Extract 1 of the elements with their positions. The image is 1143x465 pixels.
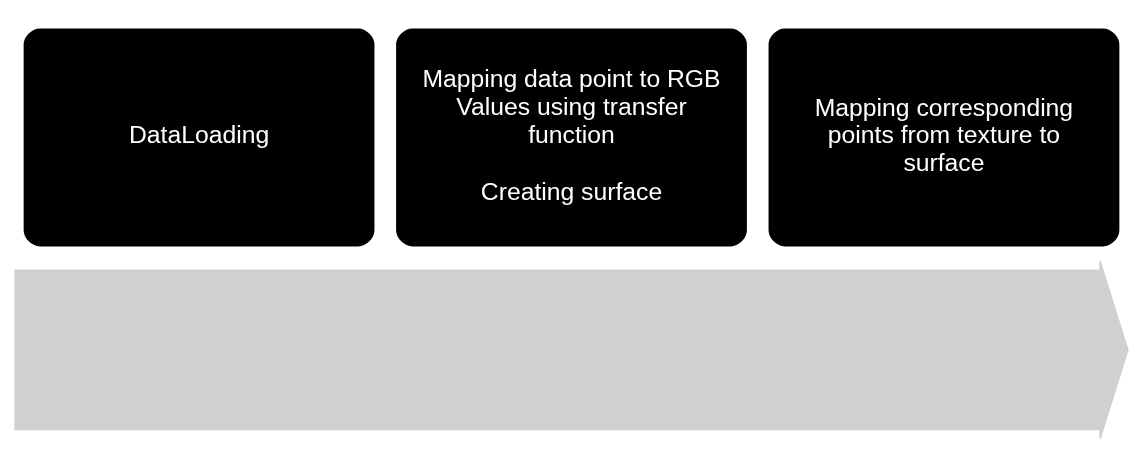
node-arrow [14,260,1129,440]
